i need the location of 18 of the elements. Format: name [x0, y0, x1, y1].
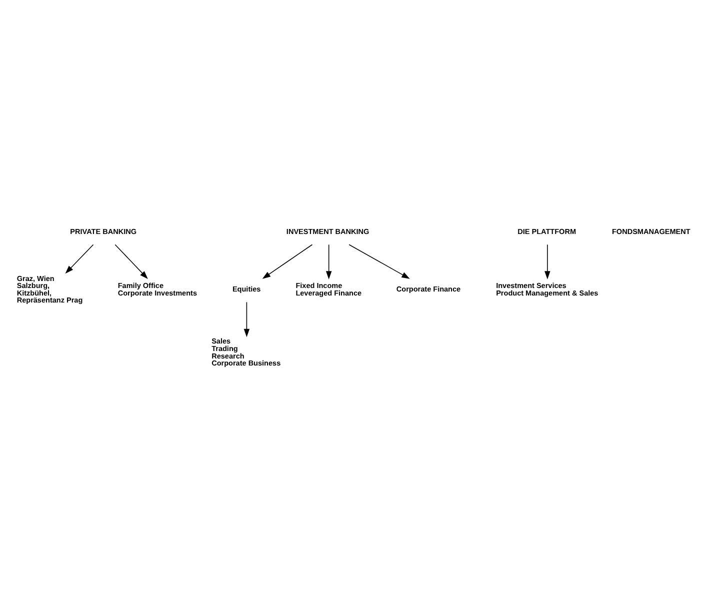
node-text: Sales Trading Research Corporate Business [212, 336, 281, 368]
arrow [114, 244, 148, 279]
node-text: Family Office Corporate Investments [118, 280, 197, 297]
arrow [326, 244, 332, 279]
arrow [65, 244, 94, 274]
arrow [262, 244, 313, 278]
node-text: FONDSMANAGEMENT [612, 226, 690, 236]
node-text: Graz, Wien Salzburg, Kitzbühel, Repräsentanz Prag [16, 273, 83, 304]
node-text: PRIVATE BANKING [70, 226, 137, 236]
node-text: DIE PLATTFORM [518, 226, 576, 236]
node-text: Corporate Finance [396, 284, 461, 293]
node-text: INVESTMENT BANKING [286, 226, 370, 236]
node-text: Equities [232, 284, 261, 293]
arrow [544, 244, 550, 279]
node-text: Fixed Income Leveraged Finance [296, 280, 362, 297]
arrow [244, 301, 250, 337]
arrow [348, 244, 410, 278]
node-text: Investment Services Product Management & Sales [496, 280, 598, 297]
